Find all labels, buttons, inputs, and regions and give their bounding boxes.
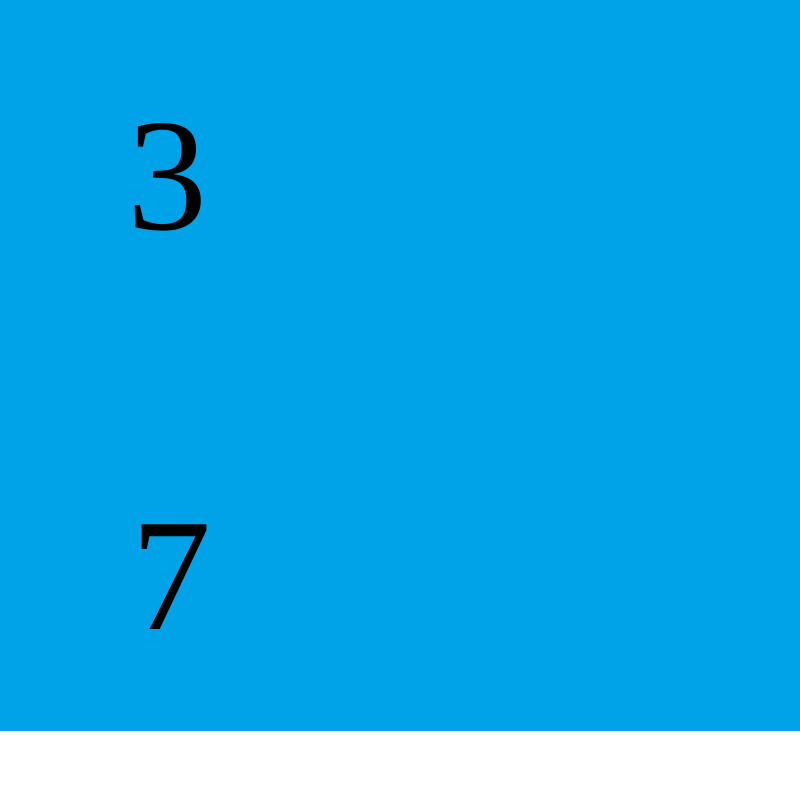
white-bottom-strip <box>0 731 800 800</box>
number-label-top: 3 <box>127 86 207 264</box>
number-label-bottom: 7 <box>131 486 211 664</box>
blue-background-panel: 3 7 <box>0 0 800 731</box>
